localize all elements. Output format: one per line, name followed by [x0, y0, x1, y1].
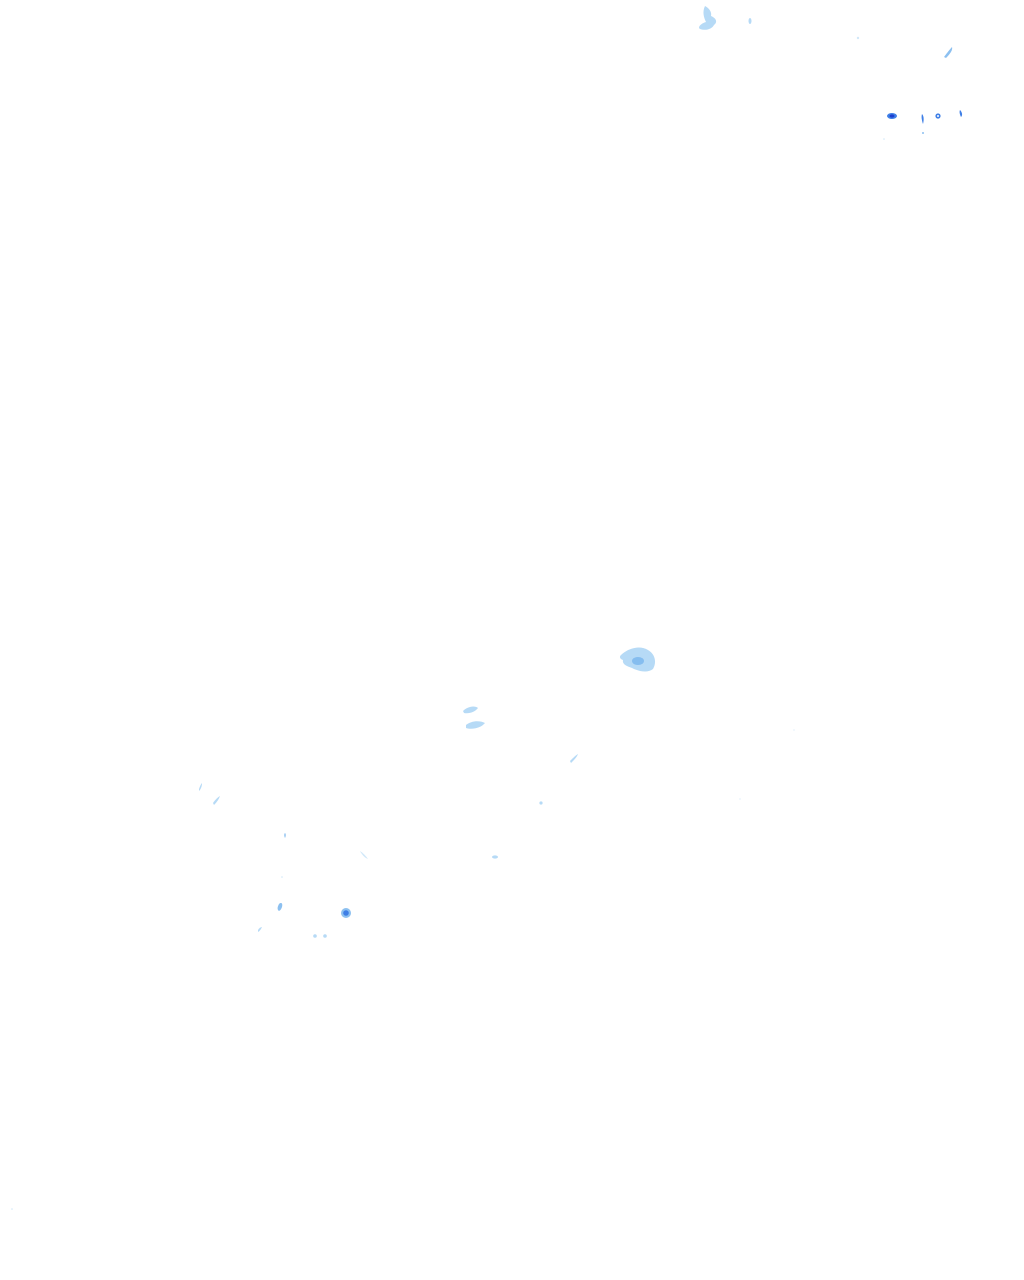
echo-core — [937, 115, 939, 117]
echo-cell — [463, 706, 478, 714]
echo-cell — [466, 721, 485, 729]
echo-cell — [492, 855, 498, 859]
echo-cell — [856, 36, 860, 40]
echo-speck — [739, 798, 741, 800]
echo-cell — [883, 138, 885, 140]
echo-cell — [277, 903, 283, 911]
echo-cell — [539, 801, 543, 805]
echo-cell — [944, 47, 953, 58]
echo-cluster-center — [360, 647, 656, 859]
echo-cluster-right — [883, 110, 963, 140]
echo-cluster-top — [699, 6, 953, 58]
echo-cell — [284, 833, 286, 838]
echo-cell — [323, 934, 327, 938]
echo-cell — [313, 934, 317, 938]
echo-cell — [258, 927, 262, 932]
echo-cell — [921, 114, 924, 124]
echo-core — [343, 910, 349, 916]
echo-cell — [360, 851, 368, 859]
echo-cell — [281, 876, 283, 878]
echo-speck — [11, 1208, 13, 1210]
echo-cell — [699, 6, 717, 30]
echo-speck — [793, 729, 795, 731]
echo-cell — [213, 796, 220, 805]
echo-cell — [199, 783, 202, 791]
echo-cell — [570, 754, 578, 763]
echo-core — [889, 114, 895, 118]
echo-cell — [922, 132, 924, 134]
echo-speckles — [11, 729, 795, 1210]
echo-cluster-lower-left — [199, 783, 351, 938]
echo-cell — [632, 657, 644, 665]
echo-cell — [959, 110, 963, 117]
echo-cell — [748, 18, 752, 24]
